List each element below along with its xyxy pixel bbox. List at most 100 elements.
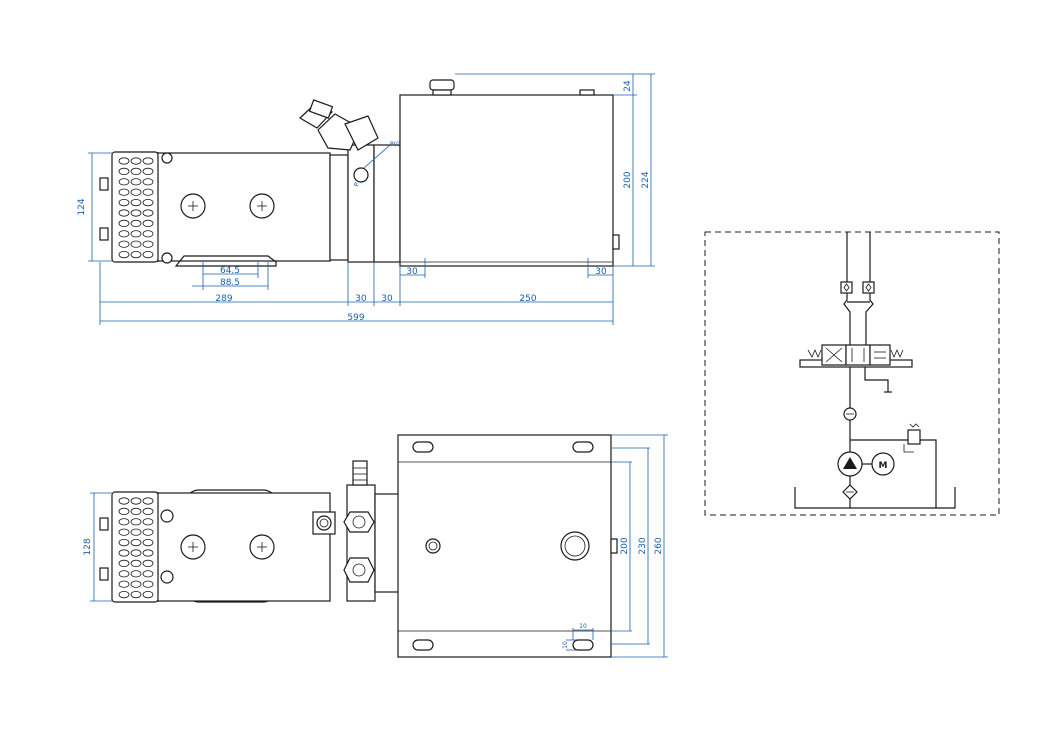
fin-slot bbox=[142, 549, 154, 557]
fin-slot bbox=[142, 230, 154, 238]
fin-slot bbox=[130, 549, 142, 557]
fin-slot bbox=[142, 497, 154, 505]
fin-slot bbox=[142, 507, 154, 515]
motor-label: M bbox=[879, 461, 888, 471]
slot-1 bbox=[412, 441, 434, 453]
relief-valve bbox=[903, 423, 921, 453]
slot-2 bbox=[572, 441, 594, 453]
fin-slot bbox=[130, 538, 142, 547]
dim-128: 128 bbox=[83, 538, 93, 555]
fin-slot bbox=[118, 199, 130, 207]
fin-slot bbox=[118, 209, 130, 217]
fin-slot bbox=[142, 518, 154, 526]
fin-slot bbox=[142, 167, 154, 175]
fin-slot bbox=[118, 219, 130, 227]
fin-slot bbox=[130, 230, 142, 238]
dim-30-a: 30 bbox=[355, 294, 367, 304]
fin-slot bbox=[130, 219, 142, 227]
fin-slot bbox=[118, 188, 130, 196]
dim-124: 124 bbox=[77, 198, 87, 215]
motor-bolt bbox=[161, 152, 173, 164]
motor-bolt-top-1 bbox=[160, 509, 174, 523]
top-dimensions: 128 200 230 260 10 10 bbox=[83, 434, 668, 658]
fin-slot bbox=[130, 240, 142, 248]
fin-slot bbox=[130, 199, 142, 207]
fin-slot bbox=[142, 219, 154, 227]
fin-slot bbox=[118, 559, 130, 568]
fin-slot bbox=[142, 251, 154, 259]
check-valve-b bbox=[862, 281, 875, 294]
fin-slot bbox=[118, 167, 130, 175]
fin-slot bbox=[130, 590, 142, 599]
dim-30-b: 30 bbox=[381, 294, 393, 304]
fin-slot bbox=[118, 497, 130, 505]
motor-bolt-2 bbox=[161, 252, 173, 264]
filter-symbol bbox=[842, 484, 858, 500]
drain-plug bbox=[612, 234, 620, 250]
fin-slot bbox=[118, 251, 130, 259]
fin-slot bbox=[130, 507, 142, 515]
fin-pattern bbox=[118, 157, 154, 259]
fin-slot bbox=[130, 188, 142, 196]
dim-88-5: 88.5 bbox=[220, 278, 240, 288]
fin-pattern bbox=[118, 497, 154, 599]
fin-slot bbox=[130, 559, 142, 568]
mount-hole-top-2 bbox=[249, 534, 275, 560]
drain-plug-top bbox=[610, 538, 618, 554]
dim-24: 24 bbox=[623, 80, 633, 92]
oil-tank bbox=[399, 94, 614, 267]
dim-250: 250 bbox=[519, 294, 536, 304]
solenoid-valve bbox=[299, 99, 379, 151]
motor-bolt-top-2 bbox=[160, 570, 174, 584]
fin-slot bbox=[130, 528, 142, 536]
fin-slot bbox=[118, 518, 130, 526]
fin-slot bbox=[142, 178, 154, 186]
directional-valve bbox=[799, 344, 913, 368]
fin-slot bbox=[118, 507, 130, 515]
fin-slot bbox=[130, 209, 142, 217]
mount-hole-1 bbox=[180, 193, 206, 219]
fin-slot bbox=[130, 580, 142, 588]
fin-slot bbox=[118, 230, 130, 238]
hex-port-1 bbox=[312, 511, 336, 535]
dim-30-tank-right: 30 bbox=[595, 267, 607, 277]
pressure-port bbox=[353, 167, 369, 183]
dim-10: 10 bbox=[579, 623, 587, 630]
reservoir bbox=[794, 487, 956, 509]
fin-slot bbox=[130, 178, 142, 186]
dim-599: 599 bbox=[347, 313, 364, 323]
fin-slot bbox=[130, 570, 142, 578]
pump-housing-top bbox=[374, 493, 400, 593]
fin-slot bbox=[118, 538, 130, 547]
fin-slot bbox=[142, 570, 154, 578]
fin-slot bbox=[118, 178, 130, 186]
fin-slot bbox=[130, 157, 142, 165]
cooling-fins bbox=[118, 157, 154, 259]
fin-slot bbox=[142, 240, 154, 248]
fin-slot bbox=[118, 570, 130, 578]
valve-block-top bbox=[346, 484, 376, 602]
fin-slot bbox=[130, 251, 142, 259]
pump-symbol bbox=[837, 451, 863, 477]
fin-slot bbox=[118, 549, 130, 557]
fin-slot bbox=[142, 580, 154, 588]
fin-slot bbox=[142, 209, 154, 217]
adapter-flange bbox=[329, 154, 349, 261]
fin-slot bbox=[118, 157, 130, 165]
dim-289: 289 bbox=[215, 294, 232, 304]
dim-10-b: 10 bbox=[562, 641, 569, 649]
pump-housing bbox=[373, 144, 401, 263]
slot-3 bbox=[412, 639, 434, 651]
mount-bracket bbox=[174, 255, 277, 267]
side-view: P(G14x1.5 P 124 64.5 88.5 bbox=[77, 73, 655, 325]
filler-cap-top bbox=[425, 538, 441, 554]
port-marker: P bbox=[353, 181, 361, 187]
cap-terminal-2 bbox=[99, 227, 109, 241]
motor-symbol: M bbox=[871, 452, 895, 476]
fin-slot bbox=[118, 528, 130, 536]
fin-slot bbox=[142, 590, 154, 599]
fin-slot bbox=[118, 240, 130, 248]
fin-slot bbox=[130, 167, 142, 175]
fin-slot bbox=[142, 199, 154, 207]
